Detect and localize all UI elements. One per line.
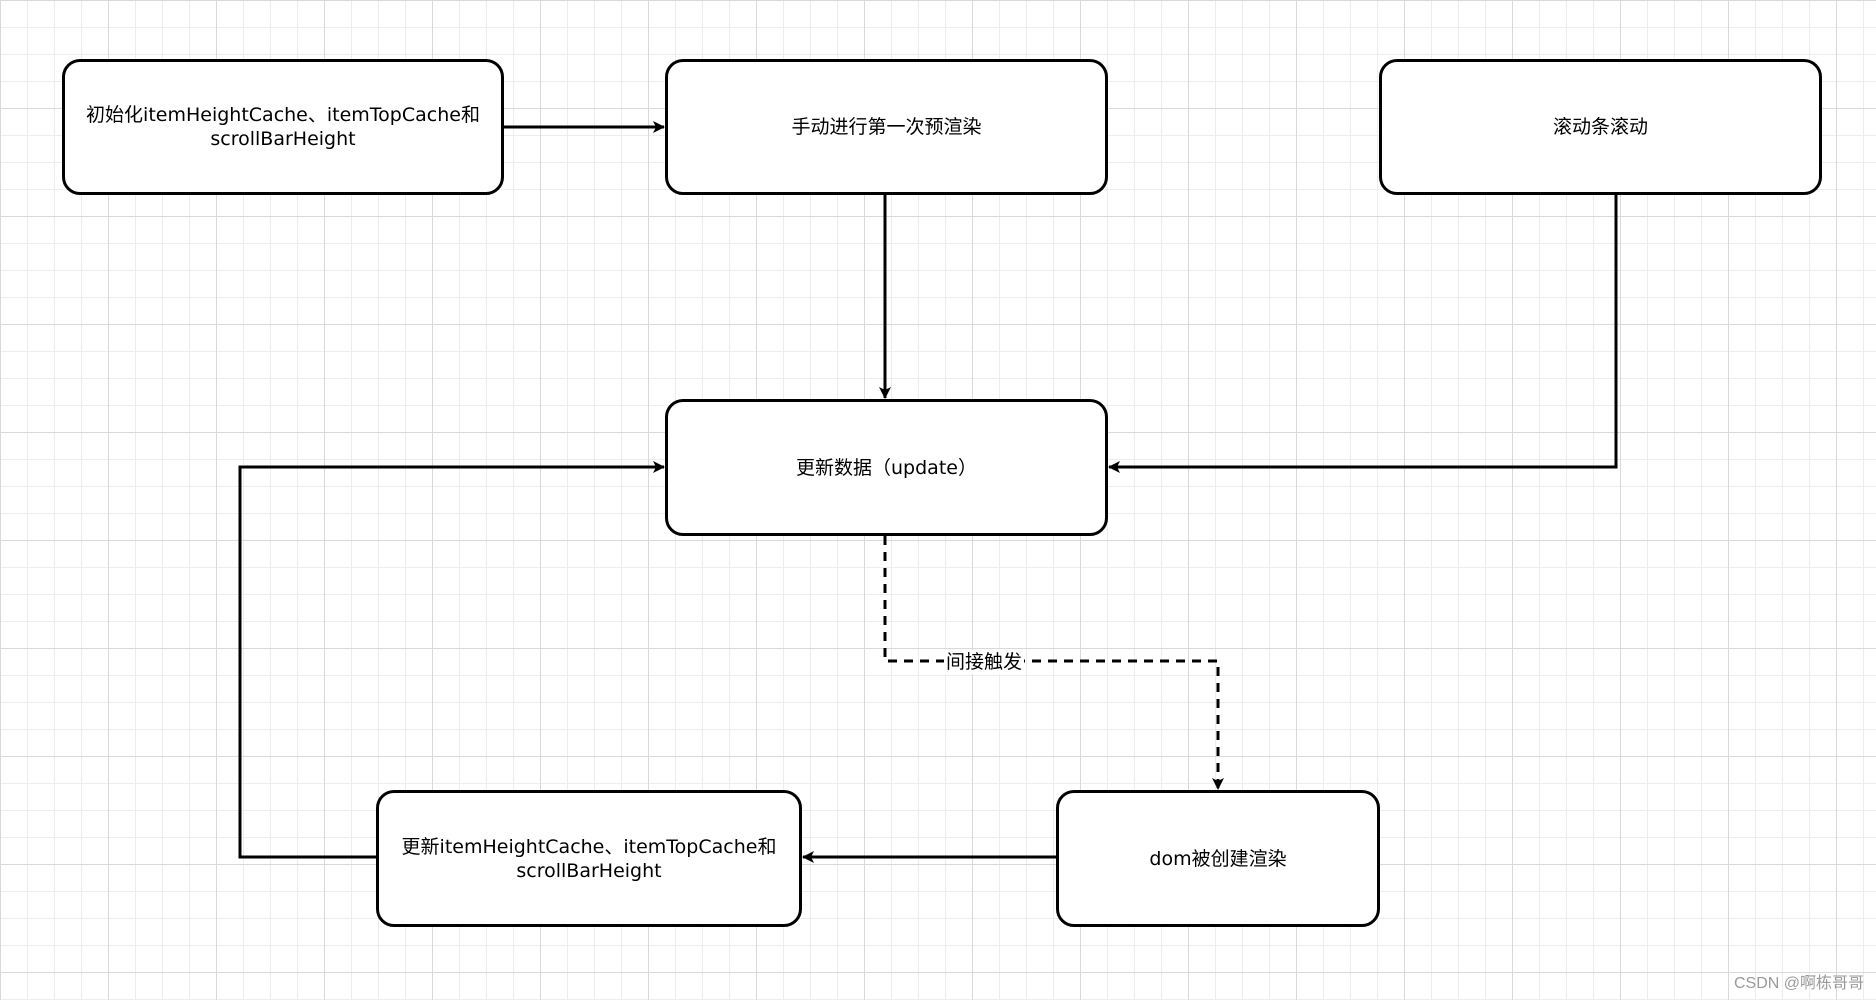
node-update-data[interactable]: 更新数据（update） — [665, 399, 1108, 536]
edge-update-cache-to-update[interactable] — [238, 461, 665, 859]
node-init-cache[interactable]: 初始化itemHeightCache、itemTopCache和 scrollB… — [62, 59, 504, 195]
edge-scroll-to-update[interactable] — [1108, 195, 1618, 473]
node-first-prerender[interactable]: 手动进行第一次预渲染 — [665, 59, 1108, 195]
edge-update-to-dom-render[interactable] — [883, 536, 1224, 790]
node-update-cache[interactable]: 更新itemHeightCache、itemTopCache和 scrollBa… — [376, 790, 802, 927]
edge-label-indirect-trigger: 间接触发 — [944, 650, 1025, 674]
node-scrollbar-scroll[interactable]: 滚动条滚动 — [1379, 59, 1822, 195]
node-dom-render[interactable]: dom被创建渲染 — [1056, 790, 1380, 927]
watermark: CSDN @啊栋哥哥 — [1733, 975, 1864, 992]
